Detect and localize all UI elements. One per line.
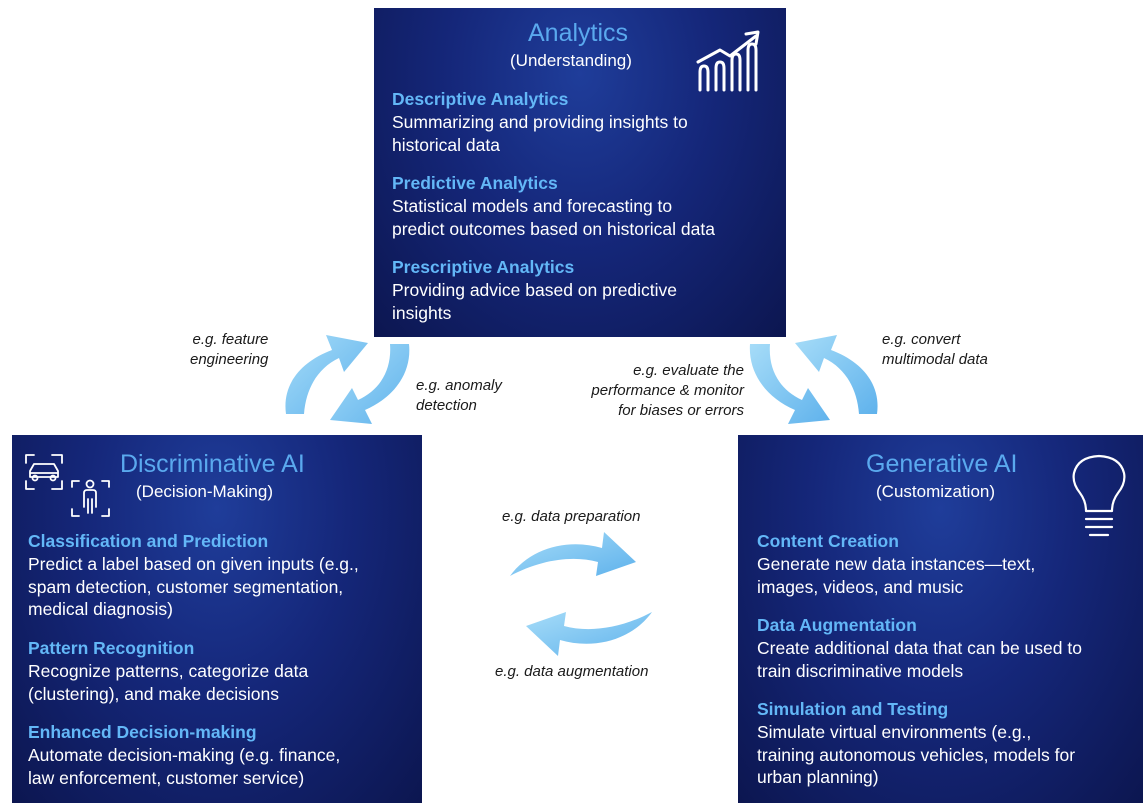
simulation-testing-heading: Simulation and Testing xyxy=(757,699,949,719)
enhanced-decision-making-text: Automate decision-making (e.g. finance,l… xyxy=(28,745,341,788)
classification-prediction-heading: Classification and Prediction xyxy=(28,531,269,551)
predictive-analytics-heading: Predictive Analytics xyxy=(392,173,558,193)
pattern-recognition-text: Recognize patterns, categorize data(clus… xyxy=(28,661,309,704)
generative-ai-subtitle: (Customization) xyxy=(876,482,996,501)
vehicle-person-detection-icon xyxy=(25,454,110,517)
data-augmentation-heading: Data Augmentation xyxy=(757,615,917,635)
descriptive-analytics-heading: Descriptive Analytics xyxy=(392,89,569,109)
arrow-gen-to-analytics xyxy=(795,335,878,414)
discriminative-ai-subtitle: (Decision-Making) xyxy=(136,482,273,501)
arrow-gen-to-disc xyxy=(526,612,652,656)
content-creation-text: Generate new data instances—text,images,… xyxy=(757,554,1036,597)
content-creation-heading: Content Creation xyxy=(757,531,899,551)
arrow-analytics-to-gen xyxy=(749,344,830,424)
analytics-subtitle: (Understanding) xyxy=(510,51,632,70)
lightbulb-icon xyxy=(1072,454,1126,537)
arrow-disc-to-gen xyxy=(510,532,636,576)
arrow-analytics-to-disc xyxy=(330,344,410,424)
label-data-preparation: e.g. data preparation xyxy=(502,508,641,525)
enhanced-decision-making-heading: Enhanced Decision-making xyxy=(28,722,257,742)
pattern-recognition-heading: Pattern Recognition xyxy=(28,638,195,658)
generative-ai-box: Generative AI (Customization) Content Cr… xyxy=(738,435,1143,803)
prescriptive-analytics-heading: Prescriptive Analytics xyxy=(392,257,575,277)
discriminative-ai-title: Discriminative AI xyxy=(120,450,305,478)
discriminative-ai-box: Discriminative AI (Decision-Making) Clas… xyxy=(12,435,422,803)
data-augmentation-text: Create additional data that can be used … xyxy=(757,638,1082,681)
chart-growth-icon xyxy=(696,30,760,92)
label-data-augmentation: e.g. data augmentation xyxy=(495,663,649,680)
analytics-title: Analytics xyxy=(528,19,629,47)
generative-ai-title: Generative AI xyxy=(866,450,1018,478)
simulation-testing-text: Simulate virtual environments (e.g.,trai… xyxy=(757,722,1076,787)
analytics-box: Analytics (Understanding) Descriptive An… xyxy=(374,8,786,337)
classification-prediction-text: Predict a label based on given inputs (e… xyxy=(28,554,359,619)
arrow-disc-to-analytics xyxy=(285,335,368,414)
